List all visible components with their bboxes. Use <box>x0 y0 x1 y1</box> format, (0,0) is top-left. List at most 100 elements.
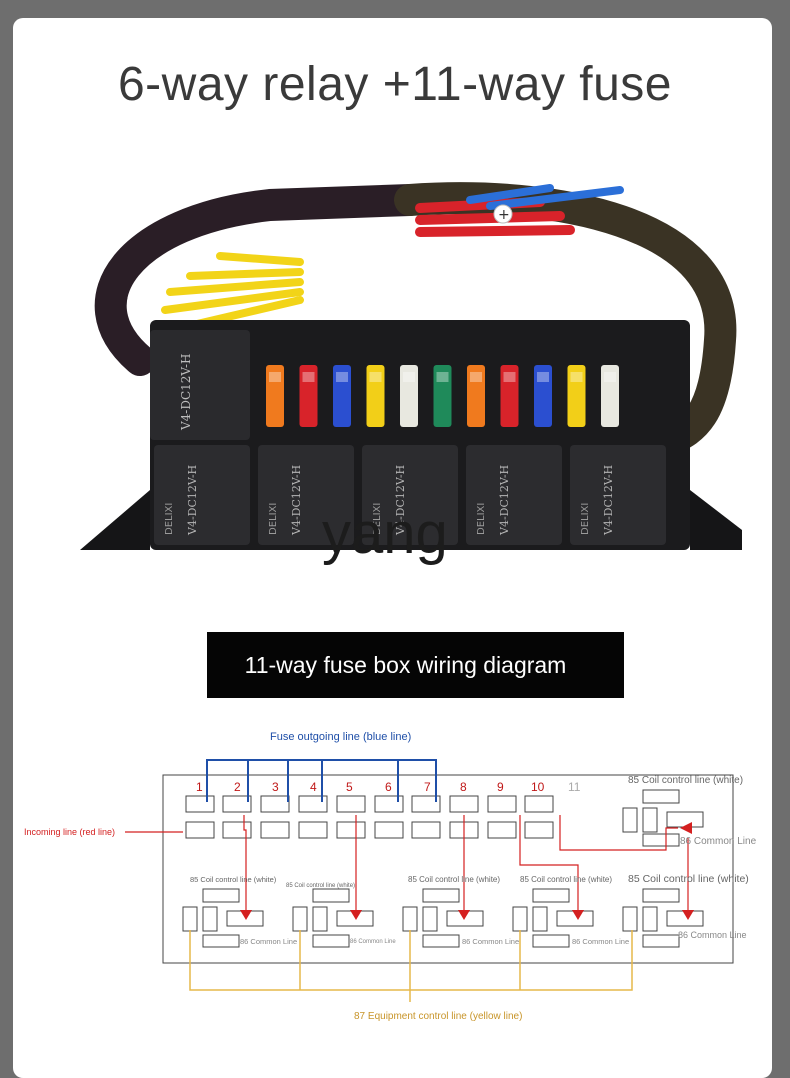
fuse <box>299 365 318 427</box>
relay-pin-coil <box>666 811 704 828</box>
section-title: 11-way fuse box wiring diagram <box>244 651 567 678</box>
fuse-outgoing-label: Fuse outgoing line (blue line) <box>270 731 411 743</box>
relay-blocks <box>182 789 704 948</box>
relay-pin-86 <box>422 934 460 948</box>
relay-marking: V4-DC12V-H <box>186 465 199 536</box>
common-label-right: 86 Common Line <box>678 930 747 940</box>
relay-pin-87 <box>512 906 528 932</box>
fuse-highlight <box>369 372 382 382</box>
yellow-wires <box>161 252 304 332</box>
common-label: 86 Common Line <box>462 937 519 946</box>
fuse-slot-top <box>185 795 215 813</box>
fuse-highlight <box>436 372 449 382</box>
relay <box>154 445 250 545</box>
fuse-slot-bottom <box>260 821 290 839</box>
relay-pin-85 <box>422 888 460 903</box>
relay-pin-30 <box>422 906 438 932</box>
common-label-top: 86 Common Line <box>680 836 757 847</box>
fuse-slot-bottom <box>487 821 517 839</box>
fuse-number: 11 <box>568 780 581 794</box>
fuse-slot-top <box>374 795 404 813</box>
fuse-number: 1 <box>196 780 203 794</box>
fuse-highlight <box>336 372 348 382</box>
relay-marking: V4-DC12V-H <box>498 465 511 536</box>
coil-label: 85 Coil control line (white) <box>628 873 749 885</box>
fuse <box>601 365 619 427</box>
relay-pin-85 <box>642 789 680 804</box>
relay-brand: DELIXI <box>372 503 383 535</box>
watermark: yang <box>322 501 448 566</box>
fuse <box>400 365 418 427</box>
relay-row: V4-DC12V-H DELIXI V4-DC12V-H DELIXI V4-DC12V… <box>154 445 666 545</box>
relay-pin-86 <box>532 934 570 948</box>
plus-marker <box>493 204 513 224</box>
equipment-lines <box>189 930 633 1002</box>
fuse-slot-top <box>260 795 290 813</box>
coil-label: 85 Coil control line (white) <box>286 883 355 889</box>
section-banner: 11-way fuse box wiring diagram <box>207 632 624 698</box>
relay <box>570 445 666 545</box>
fuse <box>433 365 452 427</box>
relay-pin-86 <box>202 934 240 948</box>
fuse-number: 5 <box>346 780 353 794</box>
incoming-line <box>125 815 689 912</box>
relay-pin-30 <box>642 906 658 932</box>
fuse-slot-bottom <box>374 821 404 839</box>
relay-brand: DELIXI <box>268 503 279 535</box>
fuse-slot-bottom <box>298 821 328 839</box>
red-arrows <box>240 822 694 920</box>
fuse-slot-bottom <box>336 821 366 839</box>
fuse-number: 6 <box>385 780 392 794</box>
fuse-slot-bottom <box>524 821 554 839</box>
relay-pin-85 <box>312 888 350 903</box>
page-title: 6-way relay +11-way fuse <box>117 58 672 111</box>
fuse-highlight <box>302 372 315 382</box>
relay-pin-87 <box>182 906 198 932</box>
relay-pin-30 <box>642 807 658 833</box>
diagram-board <box>162 774 734 964</box>
fuse <box>366 365 385 427</box>
fuse-slot-top <box>222 795 252 813</box>
relay-marking: V4-DC12V-H <box>602 465 615 536</box>
fuse-highlight <box>537 372 549 382</box>
relay-pin-87 <box>622 906 638 932</box>
relay-brand: DELIXI <box>580 503 591 535</box>
fuse-slot-top <box>449 795 479 813</box>
relay-pin-30 <box>312 906 328 932</box>
fuse-slot-rows <box>185 795 554 839</box>
relay-pin-86 <box>642 833 680 847</box>
fuse-slot-top <box>524 795 554 813</box>
fuse-highlight <box>269 372 281 382</box>
coil-label: 85 Coil control line (white) <box>408 875 500 884</box>
equipment-label: 87 Equipment control line (yellow line) <box>354 1011 522 1022</box>
fuse-slot-top <box>487 795 517 813</box>
fuse-slot-top <box>298 795 328 813</box>
blue-wires <box>466 184 624 210</box>
relay-pin-30 <box>202 906 218 932</box>
fuse-slot-top <box>336 795 366 813</box>
fuse <box>534 365 552 427</box>
fuse-highlight <box>604 372 616 382</box>
housing-base-left <box>80 490 150 550</box>
incoming-label: Incoming line (red line) <box>24 827 115 837</box>
fuse-highlight <box>403 372 415 382</box>
coil-label: 85 Coil control line (white) <box>520 875 612 884</box>
relay-brand: DELIXI <box>164 503 175 535</box>
relay-marking: V4-DC12V-H <box>290 465 303 536</box>
coil-label-top: 85 Coil control line (white) <box>628 775 743 786</box>
common-label: 86 Common Line <box>350 939 396 945</box>
fuse-highlight <box>570 372 583 382</box>
fuse-number: 3 <box>272 780 279 794</box>
relay-top-left <box>150 330 250 440</box>
relay-marking: V4-DC12V-H <box>394 465 407 536</box>
relay-pin-30 <box>532 906 548 932</box>
fuse-number: 2 <box>234 780 241 794</box>
relay-pin-85 <box>532 888 570 903</box>
relay-pin-86 <box>312 934 350 948</box>
fuse-slot-top <box>411 795 441 813</box>
fuse-highlight <box>503 372 516 382</box>
fuse-number: 8 <box>460 780 467 794</box>
relay <box>258 445 354 545</box>
